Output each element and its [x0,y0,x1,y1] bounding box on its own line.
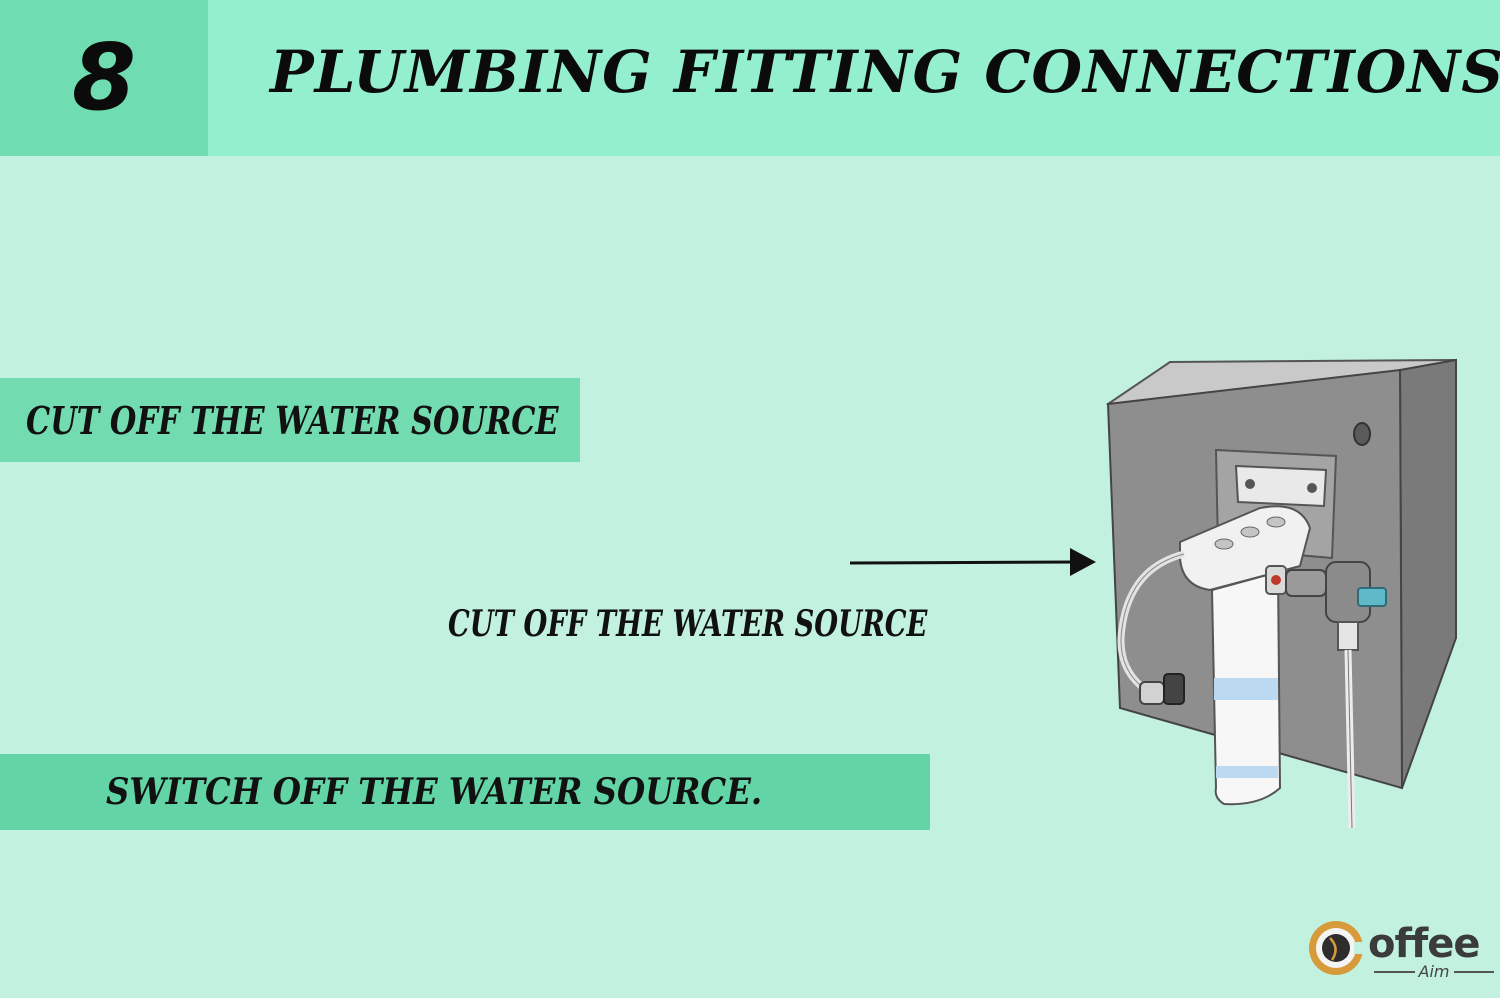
logo-subtext: Aim [1370,964,1498,980]
arrow-label: CUT OFF THE WATER SOURCE [448,603,928,645]
step-number: 8 [71,24,136,131]
coffee-bean-logo-icon [1309,921,1364,975]
pointer-arrow-icon [849,548,1096,576]
step-number-box: 8 [0,0,208,156]
instruction-banner-top-text: CUT OFF THE WATER SOURCE [26,397,559,443]
instruction-banner-top: CUT OFF THE WATER SOURCE [0,378,580,462]
instruction-banner-bottom-text: SWITCH OFF THE WATER SOURCE. [106,771,763,813]
coffee-aim-logo: offee Aim [1306,918,1498,988]
logo-wordmark: offee [1368,921,1481,967]
instruction-banner-bottom: SWITCH OFF THE WATER SOURCE. [0,754,930,830]
logo-subtext-label: Aim [1418,962,1450,981]
header-bar: 8 PLUMBING FITTING CONNECTIONS [0,0,1500,156]
water-filter-machine-illustration [1105,358,1457,829]
page-title: PLUMBING FITTING CONNECTIONS [270,38,1500,106]
